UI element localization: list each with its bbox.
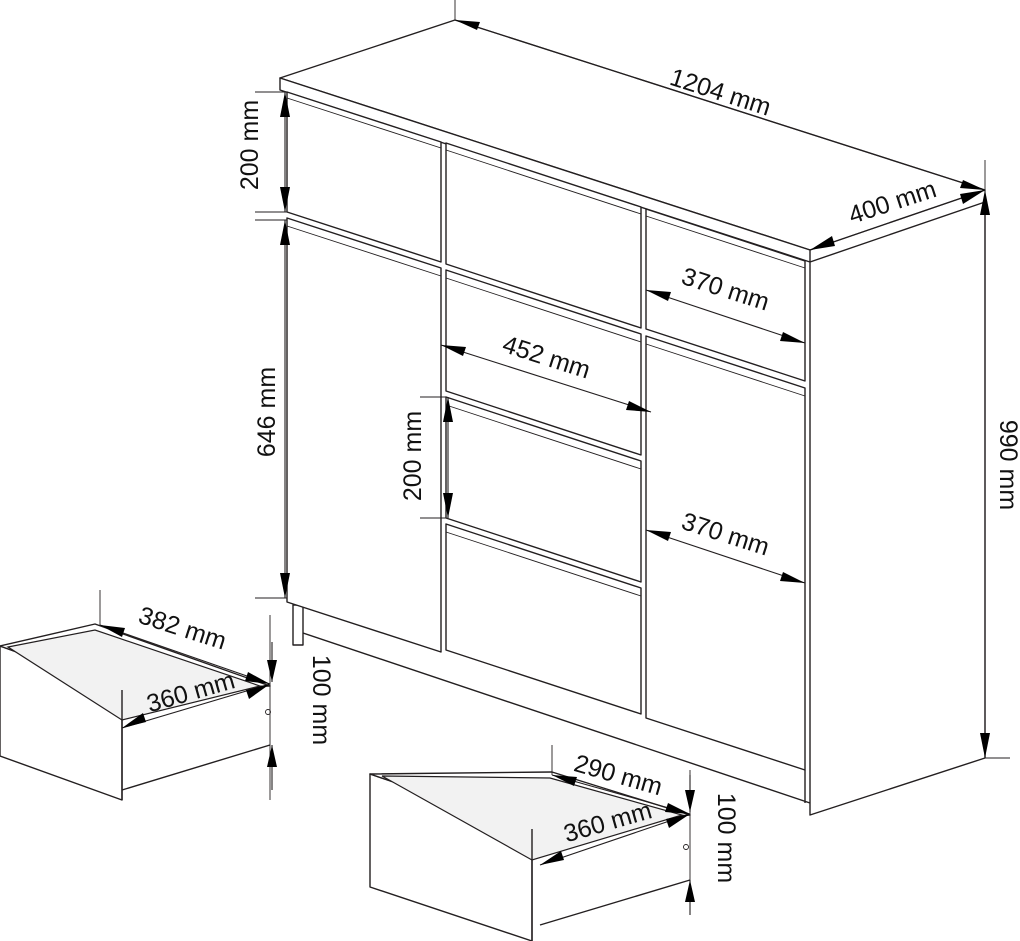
dimension-lines	[99, 0, 1010, 915]
cabinet	[279, 19, 986, 816]
left-door	[286, 217, 442, 653]
cabinet-leg	[292, 604, 304, 646]
right-door	[645, 335, 806, 771]
label-top-drawer-height: 200 mm	[236, 100, 264, 190]
center-drawer-3	[445, 396, 642, 583]
center-drawer-4	[445, 523, 642, 715]
right-top-drawer	[645, 208, 806, 382]
label-middle-drawer-height: 200 mm	[399, 411, 427, 501]
label-bottom-drawer-height: 100 mm	[712, 793, 740, 883]
center-drawer-2	[445, 269, 642, 456]
center-drawer-1	[445, 142, 642, 329]
left-open-drawer	[0, 623, 271, 801]
left-top-drawer	[286, 91, 442, 263]
label-left-drawer-height: 100 mm	[307, 655, 335, 745]
label-door-height: 646 mm	[253, 367, 281, 457]
cabinet-right-side	[809, 201, 986, 816]
bottom-open-drawer	[369, 771, 691, 941]
label-height: 990 mm	[994, 420, 1020, 510]
